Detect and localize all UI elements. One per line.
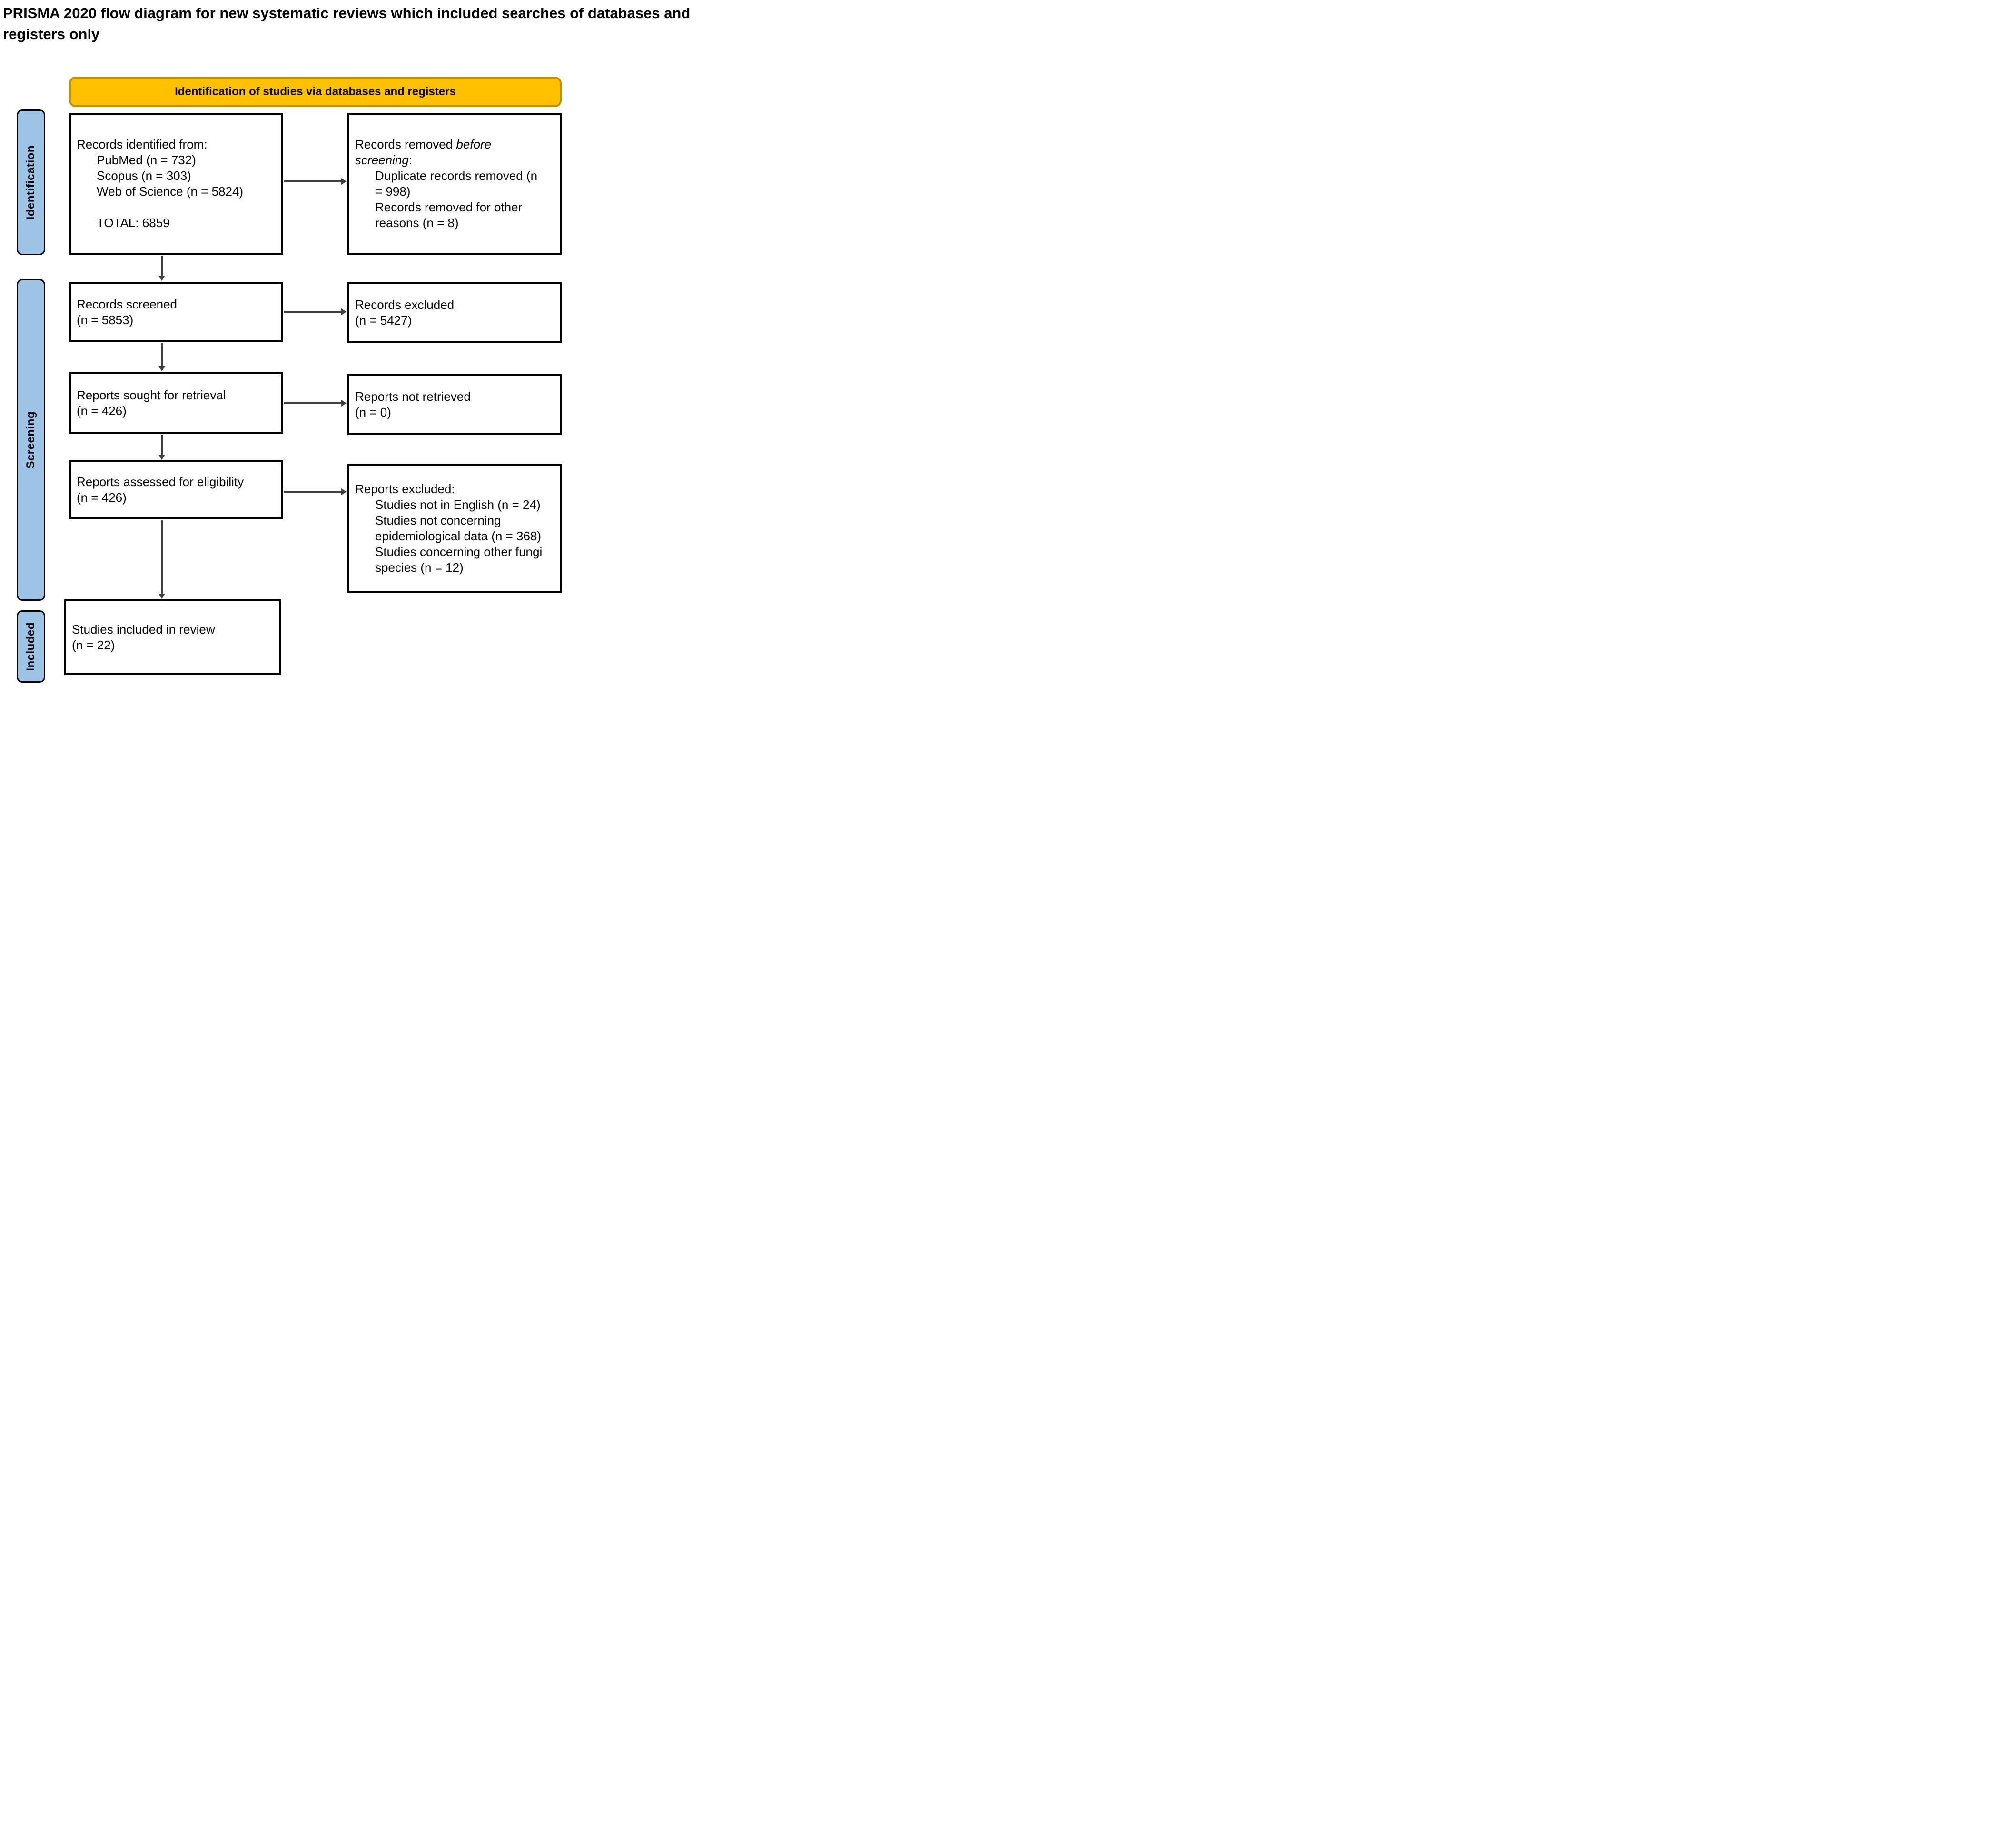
records-removed-intro-prefix: Records removed bbox=[355, 137, 456, 151]
box-reports-assessed: Reports assessed for eligibility (n = 42… bbox=[69, 460, 283, 519]
records-identified-source-scopus: Scopus (n = 303) bbox=[97, 169, 191, 183]
box-studies-included: Studies included in review (n = 22) bbox=[64, 599, 281, 675]
box-records-identified: Records identified from: PubMed (n = 732… bbox=[69, 113, 283, 255]
reports-excluded-not-epidemiological: Studies not concerning epidemiological d… bbox=[375, 513, 542, 543]
box-reports-sought: Reports sought for retrieval (n = 426) bbox=[69, 372, 283, 434]
connector-screened-to-excluded-line bbox=[284, 311, 341, 313]
stage-label-included: Included bbox=[17, 610, 45, 683]
stage-label-identification: Identification bbox=[17, 109, 45, 255]
studies-included-count: (n = 22) bbox=[72, 637, 115, 652]
reports-not-retrieved-label: Reports not retrieved bbox=[355, 389, 471, 404]
reports-assessed-count: (n = 426) bbox=[77, 490, 127, 505]
reports-not-retrieved-count: (n = 0) bbox=[355, 405, 391, 419]
page-title: PRISMA 2020 flow diagram for new systema… bbox=[3, 3, 690, 45]
reports-excluded-other-fungi: Studies concerning other fungi species (… bbox=[375, 545, 543, 575]
connector-sought-to-notretrieved-line bbox=[284, 402, 341, 404]
box-reports-not-retrieved: Reports not retrieved (n = 0) bbox=[347, 374, 562, 435]
reports-assessed-label: Reports assessed for eligibility bbox=[77, 475, 244, 489]
records-identified-total: TOTAL: 6859 bbox=[97, 216, 170, 230]
connector-sought-to-assessed-line bbox=[161, 435, 163, 456]
arrow-right-icon bbox=[341, 308, 347, 315]
reports-sought-count: (n = 426) bbox=[77, 403, 127, 418]
box-records-removed-before-screening: Records removed before screening: Duplic… bbox=[347, 113, 562, 255]
records-identified-source-pubmed: PubMed (n = 732) bbox=[97, 153, 196, 167]
arrow-down-icon bbox=[158, 276, 165, 281]
arrow-right-icon bbox=[341, 488, 347, 495]
records-screened-label: Records screened bbox=[77, 297, 177, 311]
records-removed-intro: Records removed before screening: bbox=[355, 137, 512, 168]
arrow-down-icon bbox=[158, 366, 165, 371]
arrow-right-icon bbox=[341, 400, 347, 407]
box-records-excluded: Records excluded (n = 5427) bbox=[347, 282, 562, 343]
stage-label-identification-text: Identification bbox=[24, 145, 37, 220]
studies-included-label: Studies included in review bbox=[72, 622, 215, 636]
connector-identified-to-removed-line bbox=[284, 180, 341, 182]
records-identified-intro: Records identified from: bbox=[77, 137, 208, 151]
reports-excluded-not-english: Studies not in English (n = 24) bbox=[375, 497, 541, 512]
reports-excluded-intro: Reports excluded: bbox=[355, 482, 455, 496]
stage-label-screening: Screening bbox=[17, 279, 45, 601]
connector-assessed-to-reportsexcluded-line bbox=[284, 491, 341, 493]
arrow-down-icon bbox=[158, 594, 165, 599]
stage-label-screening-text: Screening bbox=[24, 411, 37, 469]
records-removed-intro-italic: before screening bbox=[355, 137, 492, 167]
records-excluded-count: (n = 5427) bbox=[355, 313, 412, 328]
connector-assessed-to-included-line bbox=[161, 520, 163, 595]
reports-sought-label: Reports sought for retrieval bbox=[77, 387, 226, 402]
box-reports-excluded: Reports excluded: Studies not in English… bbox=[347, 464, 562, 593]
records-removed-duplicates: Duplicate records removed (n = 998) bbox=[375, 169, 538, 199]
box-records-screened: Records screened (n = 5853) bbox=[69, 282, 283, 342]
page-title-line1: PRISMA 2020 flow diagram for new systema… bbox=[3, 5, 691, 21]
records-removed-other-reasons: Records removed for other reasons (n = 8… bbox=[375, 200, 523, 230]
connector-screened-to-sought-line bbox=[161, 343, 163, 367]
banner-identification-of-studies: Identification of studies via databases … bbox=[69, 77, 562, 107]
records-screened-count: (n = 5853) bbox=[77, 312, 134, 327]
arrow-right-icon bbox=[341, 178, 347, 185]
records-excluded-label: Records excluded bbox=[355, 297, 455, 312]
connector-identified-to-screened-line bbox=[161, 256, 163, 277]
records-identified-source-wos: Web of Science (n = 5824) bbox=[97, 184, 244, 199]
prisma-flow-diagram: PRISMA 2020 flow diagram for new systema… bbox=[0, 0, 743, 690]
records-removed-intro-suffix: : bbox=[408, 153, 412, 167]
stage-label-included-text: Included bbox=[24, 622, 37, 671]
page-title-line2: registers only bbox=[3, 26, 100, 42]
records-identified-spacer bbox=[77, 199, 277, 215]
arrow-down-icon bbox=[158, 455, 165, 460]
